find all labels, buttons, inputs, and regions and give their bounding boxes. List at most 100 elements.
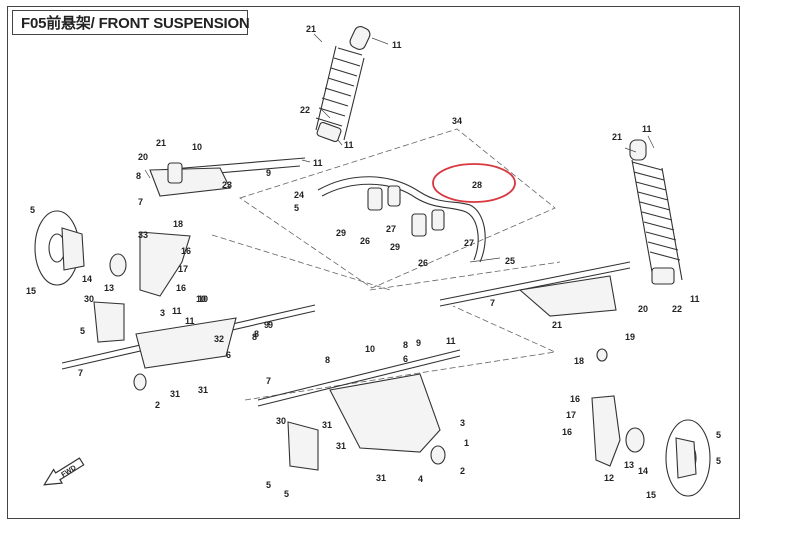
callout-15: 15 bbox=[646, 490, 656, 500]
callout-10: 10 bbox=[192, 142, 202, 152]
page-title: F05前悬架/ FRONT SUSPENSION bbox=[21, 15, 250, 32]
callout-16: 16 bbox=[562, 427, 572, 437]
callout-11: 11 bbox=[642, 124, 652, 134]
callout-11: 11 bbox=[690, 294, 700, 304]
lower-arm-center[interactable] bbox=[257, 349, 461, 471]
callout-26: 26 bbox=[360, 236, 370, 246]
fwd-label: FWD bbox=[60, 464, 77, 478]
callout-2: 2 bbox=[155, 400, 160, 410]
callout-15: 15 bbox=[26, 286, 36, 296]
title-box: F05前悬架/ FRONT SUSPENSION bbox=[12, 10, 250, 35]
right-guide bbox=[369, 261, 561, 291]
callout-2: 2 bbox=[460, 466, 465, 476]
callout-11: 11 bbox=[392, 40, 402, 50]
callout-8: 8 bbox=[252, 332, 257, 342]
callout-24: 24 bbox=[294, 190, 304, 200]
callout-16: 16 bbox=[176, 283, 186, 293]
upper-arm-right[interactable] bbox=[439, 261, 631, 317]
callout-29: 29 bbox=[336, 228, 346, 238]
callout-32: 32 bbox=[214, 334, 224, 344]
callout-29: 29 bbox=[390, 242, 400, 252]
callout-7: 7 bbox=[138, 197, 143, 207]
callout-28: 28 bbox=[472, 180, 482, 190]
forward-arrow: FWD bbox=[43, 457, 85, 486]
callout-31: 31 bbox=[376, 473, 386, 483]
callout-19: 19 bbox=[625, 332, 635, 342]
callout-9: 9 bbox=[268, 320, 273, 330]
callout-6: 6 bbox=[403, 354, 408, 364]
callout-22: 22 bbox=[300, 105, 310, 115]
callout-17: 17 bbox=[178, 264, 188, 274]
callout-13: 13 bbox=[104, 283, 114, 293]
callout-11: 11 bbox=[344, 140, 354, 150]
callout-8: 8 bbox=[136, 171, 141, 181]
callout-30: 30 bbox=[84, 294, 94, 304]
callout-9: 9 bbox=[264, 320, 269, 330]
callout-21: 21 bbox=[156, 138, 166, 148]
callout-21: 21 bbox=[612, 132, 622, 142]
callout-18: 18 bbox=[173, 219, 183, 229]
callout-5: 5 bbox=[294, 203, 299, 213]
callout-9: 9 bbox=[266, 168, 271, 178]
callout-27: 27 bbox=[464, 238, 474, 248]
callout-14: 14 bbox=[82, 274, 92, 284]
leader-lines bbox=[144, 33, 655, 263]
callout-5: 5 bbox=[30, 205, 35, 215]
callout-10: 10 bbox=[198, 294, 208, 304]
callout-31: 31 bbox=[336, 441, 346, 451]
lower-arm-left[interactable] bbox=[61, 301, 316, 391]
callout-14: 14 bbox=[638, 466, 648, 476]
callout-11: 11 bbox=[313, 158, 323, 168]
callout-30: 30 bbox=[276, 416, 286, 426]
callout-3: 3 bbox=[160, 308, 165, 318]
shock-absorber-right[interactable] bbox=[629, 139, 683, 285]
stabilizer-bar[interactable] bbox=[317, 176, 486, 263]
callout-13: 13 bbox=[624, 460, 634, 470]
callout-5: 5 bbox=[716, 430, 721, 440]
callout-27: 27 bbox=[386, 224, 396, 234]
stabilizer-group-outline bbox=[239, 128, 556, 289]
callout-18: 18 bbox=[574, 356, 584, 366]
callout-3: 3 bbox=[460, 418, 465, 428]
callout-11: 11 bbox=[172, 306, 182, 316]
callout-16: 16 bbox=[181, 246, 191, 256]
callout-7: 7 bbox=[78, 368, 83, 378]
callout-26: 26 bbox=[418, 258, 428, 268]
callout-1: 1 bbox=[464, 438, 469, 448]
callout-21: 21 bbox=[552, 320, 562, 330]
callout-8: 8 bbox=[325, 355, 330, 365]
callout-23: 23 bbox=[222, 180, 232, 190]
steering-knuckle-left[interactable] bbox=[109, 231, 191, 297]
upper-arm-left[interactable] bbox=[149, 157, 306, 197]
callout-11: 11 bbox=[446, 336, 456, 346]
brake-disc-right[interactable] bbox=[665, 419, 711, 497]
callout-7: 7 bbox=[490, 298, 495, 308]
callout-5: 5 bbox=[716, 456, 721, 466]
callout-21: 21 bbox=[306, 24, 316, 34]
callout-5: 5 bbox=[266, 480, 271, 490]
callout-12: 12 bbox=[604, 473, 614, 483]
brake-disc-left[interactable] bbox=[34, 210, 85, 286]
callout-5: 5 bbox=[80, 326, 85, 336]
callout-20: 20 bbox=[138, 152, 148, 162]
callout-25: 25 bbox=[505, 256, 515, 266]
steering-knuckle-right[interactable] bbox=[591, 348, 645, 467]
shock-absorber-top[interactable] bbox=[315, 25, 372, 143]
callout-9: 9 bbox=[416, 338, 421, 348]
callout-31: 31 bbox=[198, 385, 208, 395]
callout-17: 17 bbox=[566, 410, 576, 420]
lower-left-guide bbox=[211, 234, 391, 291]
callout-8: 8 bbox=[403, 340, 408, 350]
callout-11: 11 bbox=[185, 316, 195, 326]
callout-10: 10 bbox=[196, 294, 206, 304]
callout-16: 16 bbox=[570, 394, 580, 404]
highlight-ellipse bbox=[432, 163, 516, 203]
callout-22: 22 bbox=[672, 304, 682, 314]
callout-labels: 21 11 22 11 34 28 21 10 20 8 23 9 11 7 1… bbox=[26, 24, 721, 500]
callout-20: 20 bbox=[638, 304, 648, 314]
callout-31: 31 bbox=[170, 389, 180, 399]
callout-31: 31 bbox=[322, 420, 332, 430]
callout-34: 34 bbox=[452, 116, 462, 126]
callout-5: 5 bbox=[284, 489, 289, 499]
